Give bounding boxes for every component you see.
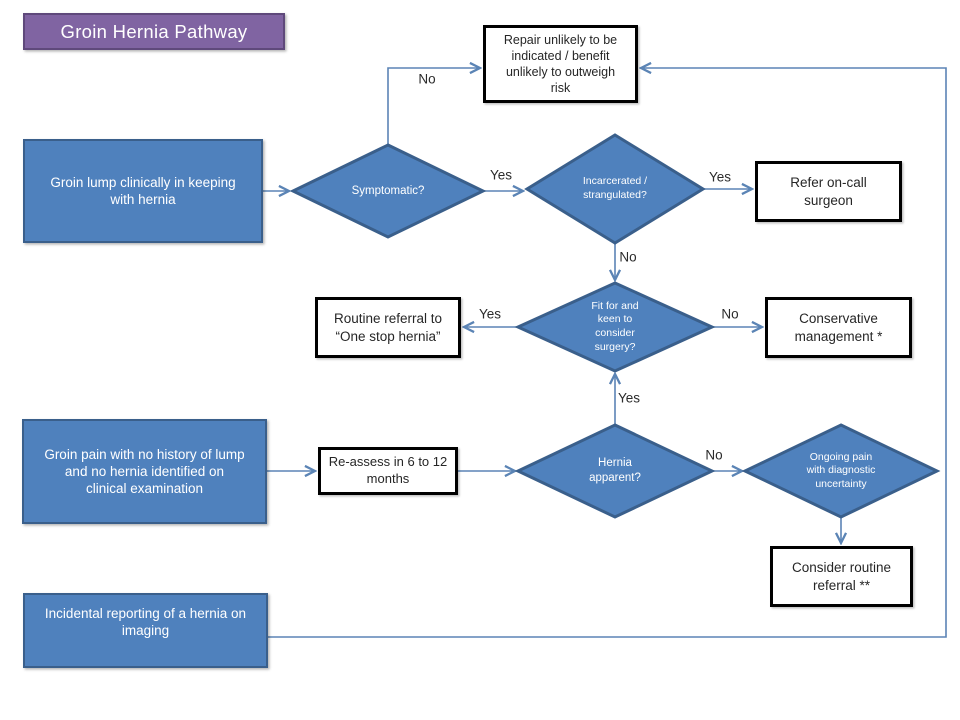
decision-fit-for-surgery-shape xyxy=(514,281,716,373)
node-repair-unlikely: Repair unlikely to be indicated / benefi… xyxy=(483,25,638,103)
edge-label-fit-yes-left: Yes xyxy=(478,306,502,322)
connector-incidental-to-repair xyxy=(268,68,947,638)
edge-label-symptomatic-yes: Yes xyxy=(489,167,513,183)
node-groin-pain: Groin pain with no history of lump and n… xyxy=(22,419,267,524)
node-routine-referral: Routine referral to “One stop hernia” xyxy=(315,297,461,358)
edge-label-fit-yes-bottom: Yes xyxy=(617,390,641,406)
node-conservative-management: Conservative management * xyxy=(765,297,912,358)
connector-symptomatic-no-to-repair xyxy=(387,68,480,145)
decision-symptomatic-shape xyxy=(289,143,487,239)
node-reassess: Re-assess in 6 to 12 months xyxy=(318,447,458,495)
decision-incarcerated-shape xyxy=(524,133,706,245)
node-groin-lump: Groin lump clinically in keeping with he… xyxy=(23,139,263,243)
edge-label-hernia-no: No xyxy=(705,447,723,463)
decision-hernia-apparent-shape xyxy=(514,423,716,519)
edge-label-fit-no-right: No xyxy=(721,306,739,322)
node-incidental-imaging: Incidental reporting of a hernia on imag… xyxy=(23,593,268,668)
page-title: Groin Hernia Pathway xyxy=(23,13,285,50)
node-consider-routine-referral: Consider routine referral ** xyxy=(770,546,913,607)
edge-label-incarcerated-no: No xyxy=(619,249,637,265)
decision-ongoing-pain-shape xyxy=(741,423,941,519)
edge-label-incarcerated-yes: Yes xyxy=(708,169,732,185)
node-refer-oncall-surgeon: Refer on-call surgeon xyxy=(755,161,902,222)
edge-label-symptomatic-no: No xyxy=(418,71,436,87)
